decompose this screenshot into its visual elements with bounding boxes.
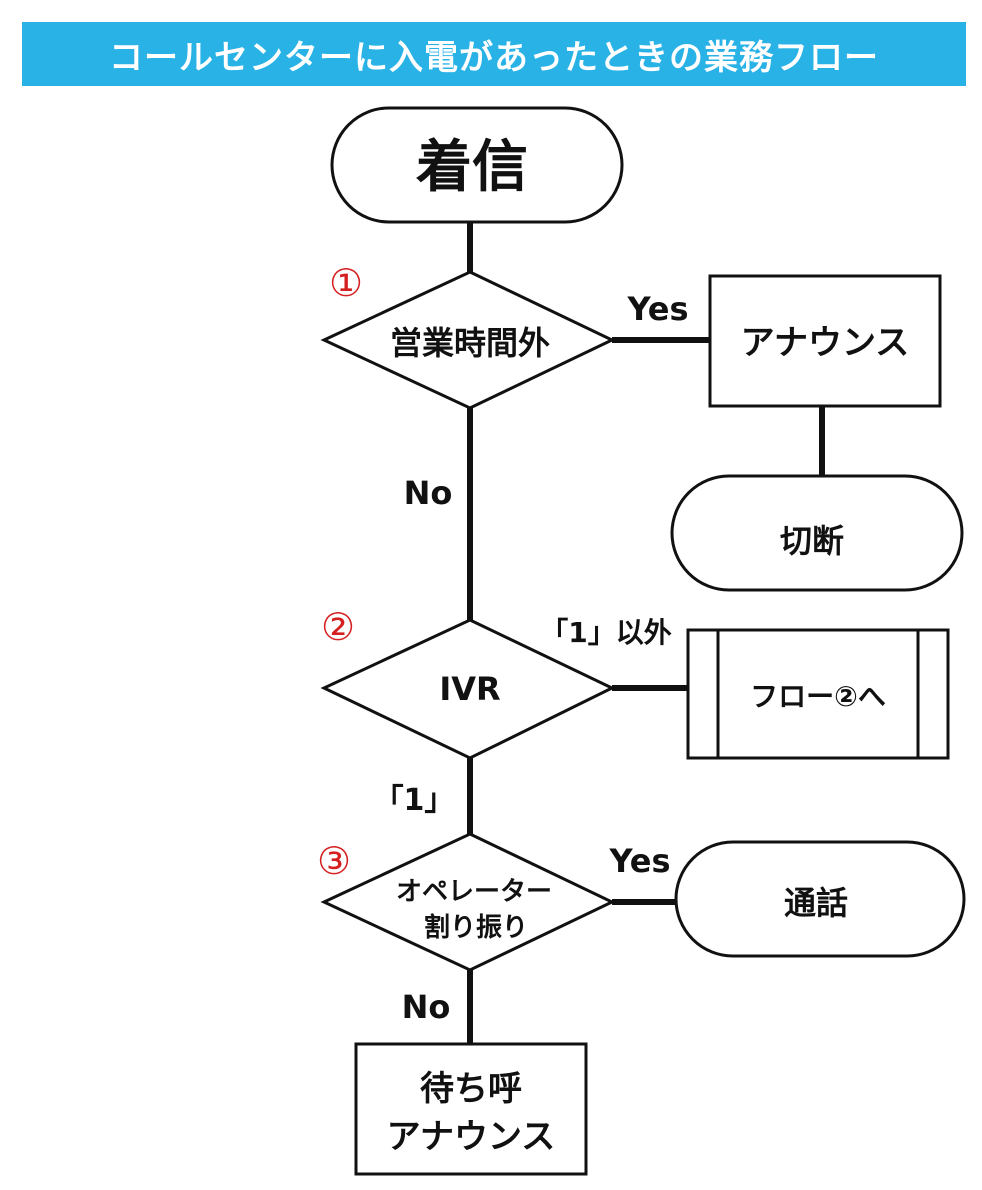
waiting-announcement-line1: 待ち呼 [420, 1069, 522, 1109]
edge-label-d2-one: 「1」 [374, 783, 455, 818]
edge-label-d2-other: 「1」以外 [540, 616, 671, 649]
waiting-announcement-box [354, 1042, 588, 1176]
disconnect-label: 切断 [780, 522, 844, 560]
connectors [467, 222, 825, 1044]
step-number-1: ① [329, 261, 363, 305]
decision-ivr [320, 618, 616, 760]
edge-label-d1-yes: Yes [627, 290, 689, 328]
edge-label-d1-no: No [404, 474, 453, 512]
call-label: 通話 [784, 884, 848, 922]
decision-operator-line1: オペレーター [396, 877, 552, 907]
decision-operator-line2: 割り振り [424, 912, 528, 943]
start-label: 着信 [416, 135, 528, 200]
decision-ivr-label: IVR [439, 670, 500, 708]
title-bar: コールセンターに入電があったときの業務フロー [22, 22, 966, 86]
step-number-2: ② [321, 605, 355, 649]
disconnect-terminator [670, 474, 964, 592]
flow2-box [686, 628, 950, 760]
call-terminator [674, 840, 966, 958]
decision-after-hours-label: 営業時間外 [390, 324, 550, 362]
decision-after-hours [320, 270, 616, 410]
step-number-3: ③ [317, 839, 351, 883]
page-title: コールセンターに入電があったときの業務フロー [109, 37, 879, 78]
edge-label-d3-no: No [402, 988, 451, 1026]
flow2-label: フロー②へ [750, 680, 886, 713]
waiting-announcement-line2: アナウンス [387, 1117, 556, 1157]
announcement-box [708, 274, 942, 408]
decision-operator [320, 832, 616, 972]
announcement-label: アナウンス [741, 323, 910, 363]
edge-label-d3-yes: Yes [609, 842, 671, 880]
start-terminator [330, 106, 624, 224]
